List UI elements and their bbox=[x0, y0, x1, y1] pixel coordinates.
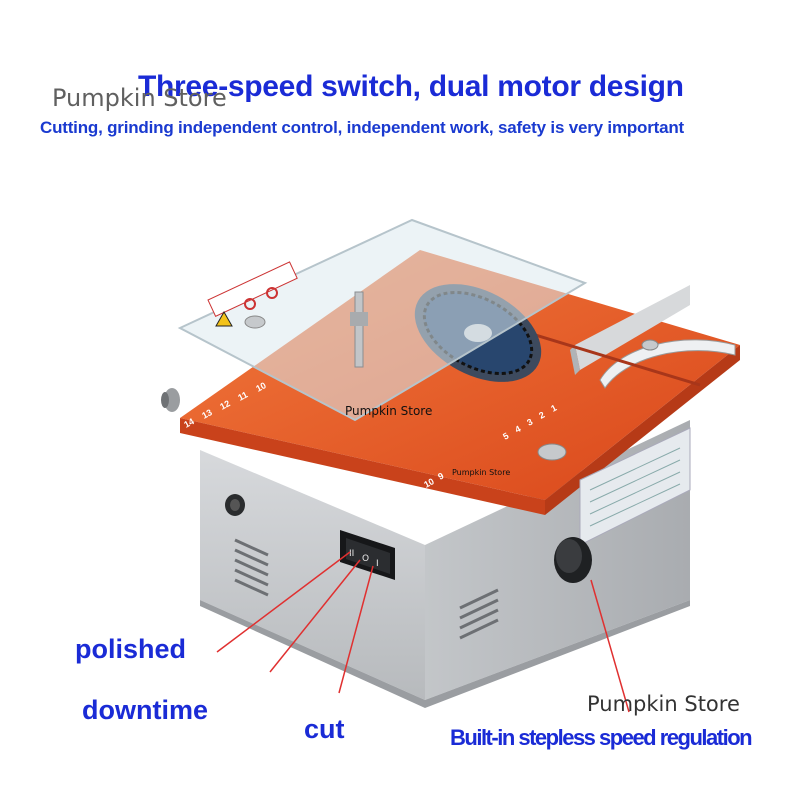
three-speed-switch: II O I bbox=[340, 530, 395, 580]
svg-text:11: 11 bbox=[408, 484, 421, 497]
svg-text:14: 14 bbox=[366, 508, 380, 522]
store-watermark: Pumpkin Store bbox=[452, 468, 511, 477]
power-socket-icon bbox=[225, 494, 245, 516]
callout-polished: polished bbox=[75, 634, 187, 664]
svg-text:1: 1 bbox=[549, 403, 558, 414]
spec-label-plate bbox=[579, 427, 691, 546]
svg-text:9: 9 bbox=[436, 471, 445, 482]
callout-speed-regulation: Built-in stepless speed regulation bbox=[450, 725, 753, 750]
wing-nut-icon bbox=[244, 315, 659, 461]
svg-text:5: 5 bbox=[501, 431, 510, 442]
svg-text:3: 3 bbox=[525, 417, 534, 428]
callout-downtime: downtime bbox=[82, 695, 208, 725]
right-ruler-marks: 5 4 3 2 1 bbox=[501, 403, 558, 442]
speed-knob-icon bbox=[554, 537, 592, 583]
left-ruler-marks: 14 13 12 11 10 bbox=[182, 380, 268, 430]
vent-slots-left bbox=[234, 538, 269, 597]
store-watermark: Pumpkin Store bbox=[587, 692, 740, 716]
svg-text:10: 10 bbox=[254, 380, 268, 394]
svg-text:13: 13 bbox=[200, 407, 214, 421]
callout-lines bbox=[216, 551, 630, 713]
front-ruler-marks: 14 13 12 11 10 9 bbox=[366, 471, 445, 522]
svg-text:12: 12 bbox=[394, 492, 408, 506]
page-title: Three-speed switch, dual motor design bbox=[138, 70, 684, 103]
saw-table-top bbox=[180, 250, 740, 515]
svg-text:II: II bbox=[349, 549, 354, 559]
svg-text:14: 14 bbox=[182, 416, 196, 430]
acrylic-guard bbox=[177, 218, 588, 422]
svg-text:2: 2 bbox=[537, 410, 546, 421]
vent-slots-right bbox=[459, 588, 499, 640]
callout-cut: cut bbox=[304, 714, 345, 744]
store-watermark: Pumpkin Store bbox=[345, 404, 433, 418]
side-adjust-knob bbox=[161, 388, 180, 412]
svg-text:11: 11 bbox=[236, 389, 249, 402]
guard-support-rod bbox=[350, 291, 368, 368]
svg-text:12: 12 bbox=[218, 398, 232, 412]
svg-text:4: 4 bbox=[513, 424, 522, 435]
page-subtitle: Cutting, grinding independent control, i… bbox=[40, 118, 685, 137]
store-watermark: Pumpkin Store bbox=[52, 84, 227, 112]
svg-text:I: I bbox=[376, 559, 379, 569]
svg-text:13: 13 bbox=[380, 500, 394, 514]
svg-text:O: O bbox=[362, 554, 369, 564]
svg-text:10: 10 bbox=[422, 476, 436, 490]
